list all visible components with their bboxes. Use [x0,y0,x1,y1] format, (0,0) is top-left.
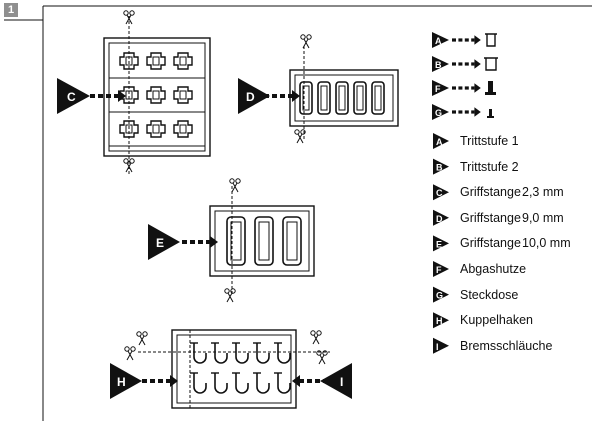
coupling-hook-part [253,372,270,394]
letter-badge-text: G [436,291,443,301]
part-name: Trittstufe 1 [460,134,519,148]
letter-badge-text: F [435,84,441,94]
coupling-hook-part [190,342,207,364]
symbol-legend-row: B [432,56,498,72]
grab-handle-part [173,120,193,138]
grab-handle-part [282,216,302,266]
marker-h-letter: H [117,375,126,389]
coupling-hook-part [232,372,249,394]
sprue-d [289,34,399,144]
grab-handle-part [317,81,331,115]
part-name: Abgashutze [460,262,527,276]
marker-h [110,363,178,399]
letter-badge-text: C [436,188,443,198]
letter-badge [432,80,449,96]
letter-badge [432,56,449,72]
grab-handle-part [254,216,274,266]
figure-number: 1 [4,3,18,17]
letter-badge [433,133,449,149]
part-name: Griffstange [460,185,521,200]
dashed-arrow [452,59,481,69]
grab-handle-part [173,86,193,104]
part-name: Griffstange [460,210,521,225]
letter-badge-text: E [436,239,442,249]
coupling-hook-part [232,342,249,364]
letter-badge-text: A [435,36,442,46]
grab-handle-part [353,81,367,115]
part-size: 9,0 mm [522,210,564,225]
letter-badge [433,312,449,329]
part-name: Bremsschläuche [460,338,553,353]
letter-badge-text: G [435,108,442,118]
part-name: Griffstange [460,236,521,251]
letter-badge-text: B [436,163,443,173]
symbol-legend-row: G [432,104,494,120]
letter-badge [433,209,449,226]
coupling-hook-part [274,372,291,394]
coupling-hook-part [211,372,228,394]
grab-handle-part [335,81,349,115]
letter-badge [432,32,449,48]
dashed-arrow [452,107,481,117]
marker-i [292,363,352,399]
sprue-hi [124,329,330,409]
part-name: Kuppelhaken [460,313,533,328]
part-size: 10,0 mm [522,236,571,251]
letter-badge [432,104,449,120]
symbol-legend-row: A [432,32,497,48]
grab-handle-part [371,81,385,115]
letter-badge-text: B [435,60,442,70]
grab-handle-part [146,120,166,138]
marker-e-letter: E [156,236,164,250]
coupling-hook-part [190,372,207,394]
marker-c-letter: C [67,90,76,104]
dashed-arrow [452,35,481,45]
grab-handle-part [173,52,193,70]
letter-badge-text: F [436,265,442,275]
marker-d [238,78,300,114]
exhaust-stack-icon [485,81,496,95]
letter-badge [433,235,449,252]
grab-handle-part [146,86,166,104]
symbol-legend: A B F G [432,32,498,120]
letter-badge [433,158,449,175]
letter-badge [433,337,449,354]
marker-e [148,224,218,260]
grab-handle-part [226,216,246,266]
coupling-hook-part [253,342,270,364]
small-socket-icon [487,109,494,118]
parts-list-badges: A B C D E F G H I [433,133,449,354]
marker-c [57,78,126,114]
grab-handle-part [299,81,313,115]
letter-badge-text: D [436,214,443,224]
letter-badge [433,261,449,277]
part-size: 2,3 mm [522,185,564,200]
letter-badge-text: H [436,316,443,326]
coupling-hook-part [211,342,228,364]
letter-badge-text: A [436,137,443,147]
coupling-hook-part [274,342,291,364]
symbol-legend-row: F [432,80,496,96]
dashed-arrow [452,83,481,93]
letter-badge [433,286,449,303]
part-name: Steckdose [460,287,519,302]
marker-i-letter: I [340,375,343,389]
open-rectangle-bracket-icon [485,33,497,47]
part-name: Trittstufe 2 [460,159,519,174]
grab-handle-part [146,52,166,70]
wide-bracket-icon [484,57,498,71]
marker-d-letter: D [246,90,255,104]
sprue-e [209,178,315,303]
letter-badge [433,184,449,201]
letter-badge-text: I [436,342,439,352]
